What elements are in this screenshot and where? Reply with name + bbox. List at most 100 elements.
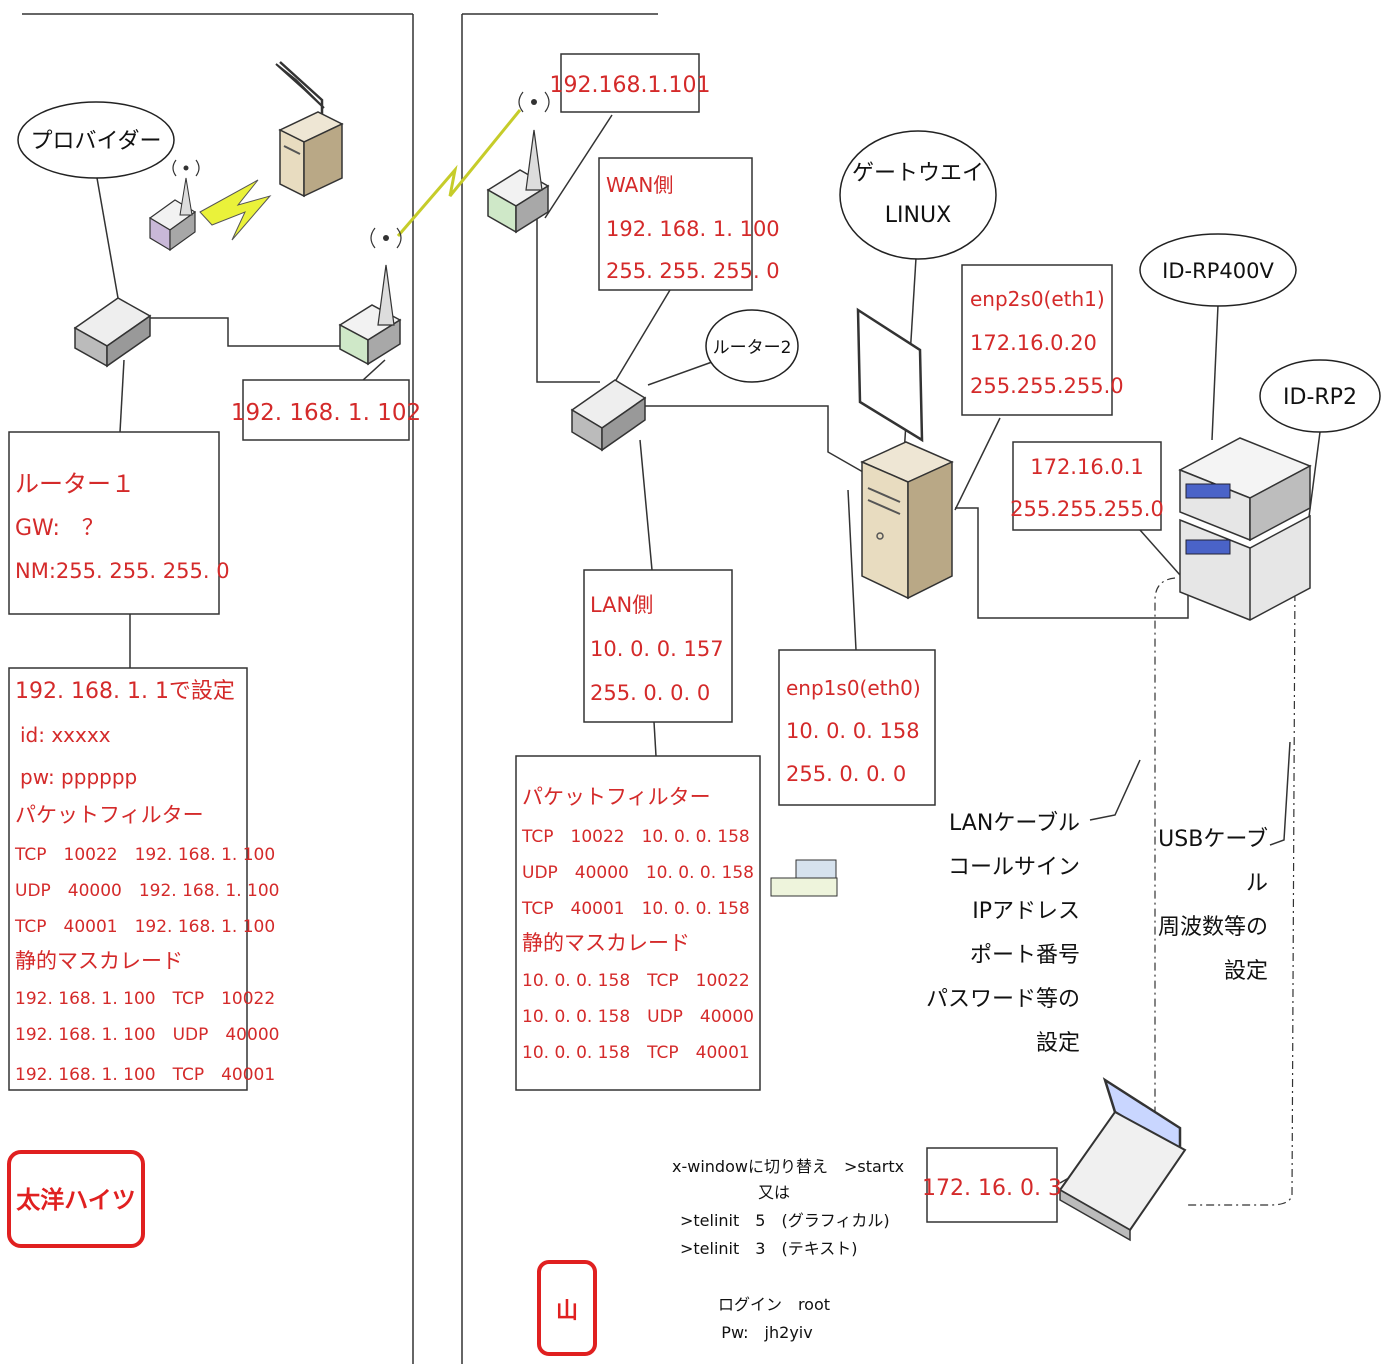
laptop-ip-box: 172. 16. 0. 3 <box>922 1147 1062 1223</box>
svg-text:TCP 40001 10. 0. 0. 158: TCP 40001 10. 0. 0. 158 <box>521 899 750 919</box>
repeater-stack-icon <box>1178 437 1312 621</box>
svg-text:10. 0. 0. 157: 10. 0. 0. 157 <box>590 637 724 661</box>
provider-modem-icon <box>148 159 200 252</box>
svg-text:UDP 40000 192. 168. 1. 100: UDP 40000 192. 168. 1. 100 <box>15 881 279 901</box>
svg-text:enp1s0(eth0): enp1s0(eth0) <box>786 676 921 700</box>
svg-text:NM:255. 255. 255. 0: NM:255. 255. 255. 0 <box>15 559 230 583</box>
svg-text:WAN側: WAN側 <box>606 173 673 197</box>
svg-text:TCP 10022 10. 0. 0. 158: TCP 10022 10. 0. 0. 158 <box>521 827 750 847</box>
svg-text:10. 0. 0. 158: 10. 0. 0. 158 <box>786 719 920 743</box>
svg-text:又は: 又は <box>758 1183 790 1202</box>
xwindow-note: x-windowに切り替え >startx 又は >telinit 5 (グラフ… <box>672 1157 904 1258</box>
right-frame <box>461 13 658 1364</box>
svg-text:LANケーブル: LANケーブル <box>949 811 1080 836</box>
svg-text:ID-RP2: ID-RP2 <box>1283 385 1357 410</box>
svg-text:LAN側: LAN側 <box>590 593 653 617</box>
svg-text:GW: ？: GW: ？ <box>15 516 104 541</box>
svg-text:192. 168. 1. 100 TCP 10022: 192. 168. 1. 100 TCP 10022 <box>15 989 275 1009</box>
right-access-point-icon <box>486 91 550 234</box>
svg-text:ル: ル <box>1246 871 1268 896</box>
svg-text:ゲートウエイ: ゲートウエイ <box>852 161 984 186</box>
lan-box: LAN側 10. 0. 0. 157 255. 0. 0. 0 <box>583 569 733 723</box>
svg-text:255. 0. 0. 0: 255. 0. 0. 0 <box>590 681 710 705</box>
gateway-label: ゲートウエイ LINUX <box>839 130 997 260</box>
svg-text:192. 168. 1. 100: 192. 168. 1. 100 <box>606 217 780 241</box>
svg-text:192.168.1.101: 192.168.1.101 <box>550 73 711 98</box>
svg-text:pw: pppppp: pw: pppppp <box>20 765 137 789</box>
svg-text:192. 168. 1. 1で設定: 192. 168. 1. 1で設定 <box>15 679 235 704</box>
svg-text:山: 山 <box>556 1299 578 1324</box>
svg-text:255.255.255.0: 255.255.255.0 <box>1010 497 1164 521</box>
svg-text:LINUX: LINUX <box>885 203 951 228</box>
svg-text:192. 168. 1. 102: 192. 168. 1. 102 <box>231 400 421 426</box>
router2-device-icon <box>570 379 647 452</box>
svg-text:enp2s0(eth1): enp2s0(eth1) <box>970 287 1105 311</box>
provider-server-icon <box>275 61 344 198</box>
svg-text:USBケーブ: USBケーブ <box>1158 827 1268 852</box>
svg-text:10. 0. 0. 158 UDP 40000: 10. 0. 0. 158 UDP 40000 <box>522 1007 754 1027</box>
left-wifi-ip-box: 192. 168. 1. 102 <box>231 379 421 441</box>
gateway-server-icon <box>856 307 954 600</box>
svg-text:255.255.255.0: 255.255.255.0 <box>970 374 1124 398</box>
svg-text:コールサイン: コールサイン <box>948 855 1080 880</box>
idrp2-label: ID-RP2 <box>1259 359 1381 433</box>
router1-box: ルーター１ GW: ？ NM:255. 255. 255. 0 <box>8 431 230 615</box>
svg-text:10. 0. 0. 158 TCP 40001: 10. 0. 0. 158 TCP 40001 <box>522 1043 750 1063</box>
left-access-point-icon <box>338 227 402 366</box>
svg-text:ID-RP400V: ID-RP400V <box>1162 259 1274 283</box>
svg-text:192. 168. 1. 100 UDP 40000: 192. 168. 1. 100 UDP 40000 <box>15 1025 279 1045</box>
svg-text:TCP 10022 192. 168. 1. 100: TCP 10022 192. 168. 1. 100 <box>14 845 275 865</box>
svg-text:10. 0. 0. 158 TCP 10022: 10. 0. 0. 158 TCP 10022 <box>522 971 750 991</box>
wireless-link-left-icon <box>199 179 272 241</box>
router1-device-icon <box>73 297 152 368</box>
small-device-icon <box>770 859 838 897</box>
svg-text:>telinit 3 (テキスト): >telinit 3 (テキスト) <box>680 1239 857 1258</box>
svg-text:172.16.0.1: 172.16.0.1 <box>1030 455 1144 479</box>
left-site-name-badge: 太洋ハイツ <box>7 1150 145 1248</box>
left-frame <box>22 13 414 1364</box>
svg-text:設定: 設定 <box>1036 1031 1080 1056</box>
eth0-box: enp1s0(eth0) 10. 0. 0. 158 255. 0. 0. 0 <box>778 649 936 806</box>
svg-text:ルーター１: ルーター１ <box>15 470 135 498</box>
svg-text:192. 168. 1. 100 TCP 40001: 192. 168. 1. 100 TCP 40001 <box>15 1065 275 1085</box>
laptop-icon <box>1058 1077 1187 1242</box>
login-note: ログイン root Pw: jh2yiv <box>718 1295 830 1342</box>
packet-filter-box: パケットフィルター TCP 10022 10. 0. 0. 158 UDP 40… <box>515 755 761 1091</box>
wireless-link-right-icon <box>396 109 522 237</box>
svg-text:静的マスカレード: 静的マスカレード <box>522 931 690 955</box>
svg-text:>telinit 5 (グラフィカル): >telinit 5 (グラフィカル) <box>680 1211 890 1230</box>
svg-text:周波数等の: 周波数等の <box>1158 915 1268 940</box>
svg-text:UDP 40000 10. 0. 0. 158: UDP 40000 10. 0. 0. 158 <box>522 863 754 883</box>
eth1-box: enp2s0(eth1) 172.16.0.20 255.255.255.0 <box>961 264 1124 416</box>
svg-text:id: xxxxx: id: xxxxx <box>20 723 111 747</box>
lan-cable-note: LANケーブル コールサイン IPアドレス ポート番号 パスワード等の 設定 <box>926 811 1080 1056</box>
provider-label: プロバイダー <box>17 101 175 179</box>
svg-text:太洋ハイツ: 太洋ハイツ <box>16 1186 136 1214</box>
repeater-ip-box: 172.16.0.1 255.255.255.0 <box>1010 441 1164 531</box>
svg-text:静的マスカレード: 静的マスカレード <box>15 949 183 973</box>
svg-text:ログイン root: ログイン root <box>718 1295 830 1314</box>
router1-settings-box: 192. 168. 1. 1で設定 id: xxxxx pw: pppppp パ… <box>8 667 279 1091</box>
svg-text:255. 0. 0. 0: 255. 0. 0. 0 <box>786 762 906 786</box>
usb-cable-note: USBケーブ ル 周波数等の 設定 <box>1158 827 1268 984</box>
idrp400v-label: ID-RP400V <box>1139 233 1297 307</box>
svg-text:設定: 設定 <box>1224 959 1268 984</box>
svg-text:パケットフィルター: パケットフィルター <box>15 803 204 827</box>
wan-box: WAN側 192. 168. 1. 100 255. 255. 255. 0 <box>598 157 780 291</box>
svg-text:255. 255. 255. 0: 255. 255. 255. 0 <box>606 259 780 283</box>
svg-text:172.16.0.20: 172.16.0.20 <box>970 331 1097 355</box>
svg-text:パスワード等の: パスワード等の <box>926 987 1080 1012</box>
router2-label: ルーター2 <box>705 309 799 383</box>
ap-ip-box: 192.168.1.101 <box>550 53 711 113</box>
right-site-name-badge: 山 <box>537 1260 597 1356</box>
svg-text:ルーター2: ルーター2 <box>713 338 792 358</box>
svg-text:TCP 40001 192. 168. 1. 100: TCP 40001 192. 168. 1. 100 <box>14 917 275 937</box>
svg-text:172. 16. 0. 3: 172. 16. 0. 3 <box>922 1176 1062 1201</box>
svg-text:ポート番号: ポート番号 <box>970 943 1080 968</box>
svg-text:プロバイダー: プロバイダー <box>30 129 161 154</box>
svg-text:Pw: jh2yiv: Pw: jh2yiv <box>721 1323 812 1342</box>
svg-text:IPアドレス: IPアドレス <box>972 899 1080 924</box>
svg-text:x-windowに切り替え >startx: x-windowに切り替え >startx <box>672 1157 904 1176</box>
cable-dashes <box>1154 574 1296 1206</box>
